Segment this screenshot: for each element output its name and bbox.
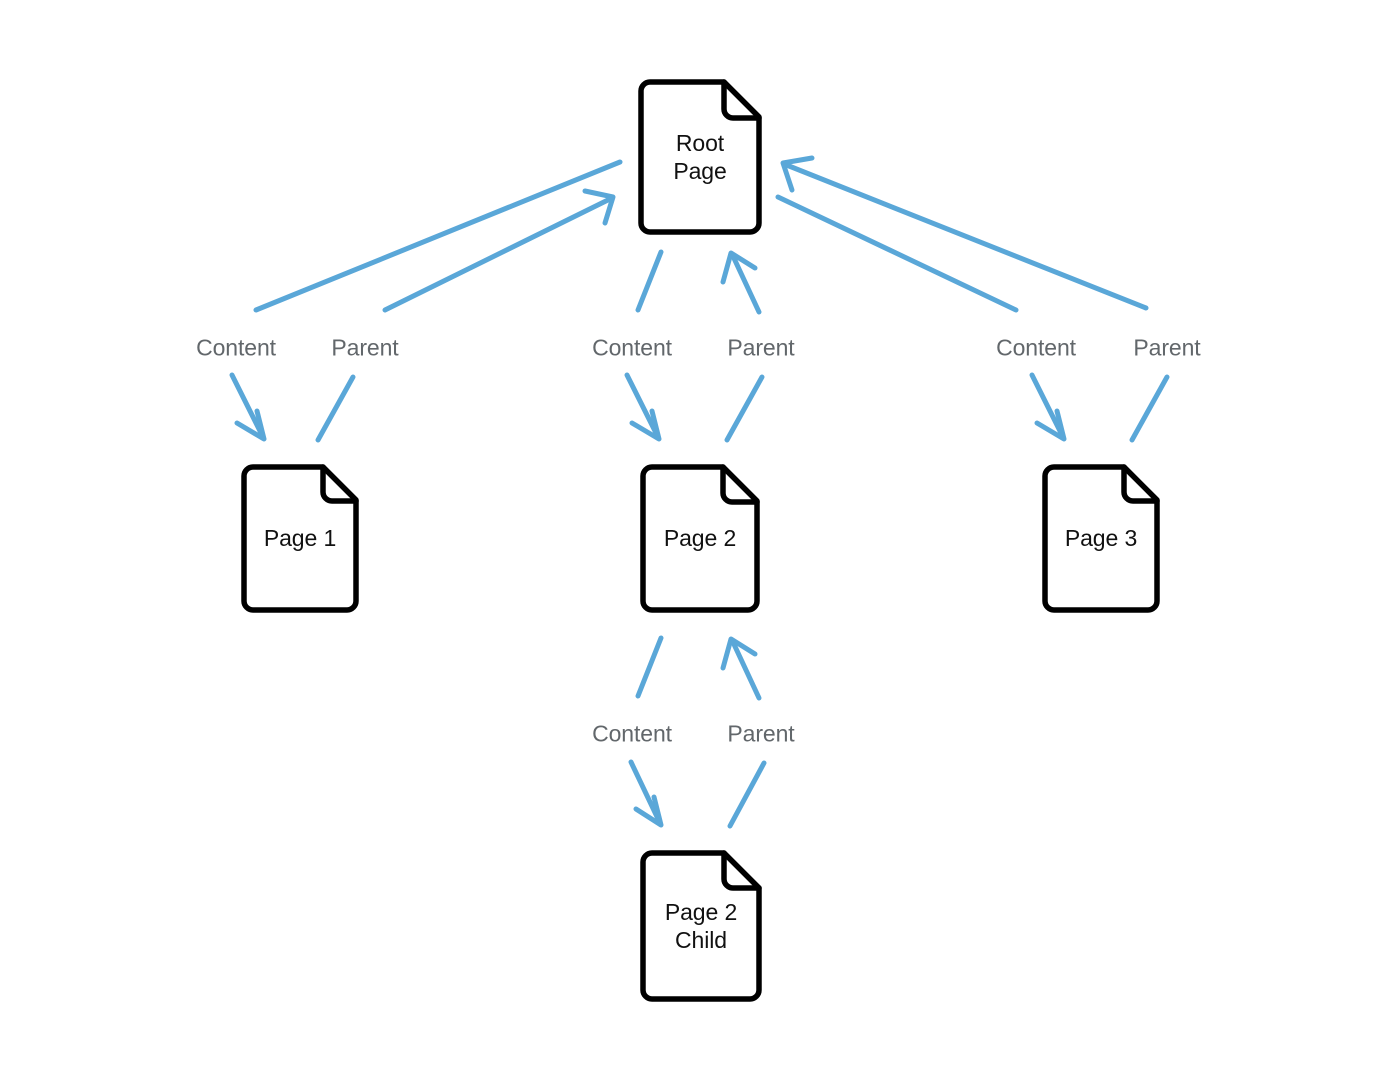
edge-content-to-page3 [1029,372,1067,442]
node-page-2-child[interactable]: Page 2 Child [640,850,762,1002]
node-page-2[interactable]: Page 2 [640,464,760,613]
edge-label-content-page1: Content [196,334,276,361]
node-label: Page 2 Child [664,898,738,953]
edge-page3-to-parent-lower [1129,374,1170,443]
node-label: Root Page [673,129,727,184]
edge-page2-to-parent-middle-lower [724,374,765,443]
edge-parent-to-root-middle-upper [720,250,762,315]
edge-label-content-page2: Content [592,334,672,361]
edge-root-to-page1-content-upper [253,159,623,313]
node-root-page[interactable]: Root Page [638,79,762,235]
edge-root-to-page3-content-upper [775,194,1019,313]
edge-label-parent-page3: Parent [1133,334,1201,361]
edge-page2child-to-parent-bottom-lower [727,760,767,829]
edge-page2-to-content-bottom-upper [635,635,664,699]
node-page-3[interactable]: Page 3 [1042,464,1160,613]
edge-content-to-page2 [624,372,662,442]
document-page-icon [1042,464,1160,613]
node-page-1[interactable]: Page 1 [241,464,359,613]
edge-label-parent-page2: Parent [727,334,795,361]
document-page-icon [241,464,359,613]
edge-content-to-page1 [229,372,267,442]
edge-page1-to-parent-lower [315,374,356,443]
node-label: Page 1 [263,525,337,552]
document-page-icon [638,79,762,235]
edge-root-to-content-middle-upper [635,249,664,313]
node-label: Page 2 [663,525,737,552]
edge-label-content-page2child: Content [592,720,672,747]
edge-label-parent-page1: Parent [331,334,399,361]
edge-label-content-page3: Content [996,334,1076,361]
edge-parent-to-page2-bottom-upper [720,636,762,701]
edge-label-parent-page2child: Parent [727,720,795,747]
document-page-icon [640,850,762,1002]
node-label: Page 3 [1064,525,1138,552]
edge-page3-to-root-parent-upper [780,155,1149,311]
edge-content-to-page2child [628,759,664,828]
document-page-icon [640,464,760,613]
edge-page1-to-root-parent-upper [382,188,616,313]
